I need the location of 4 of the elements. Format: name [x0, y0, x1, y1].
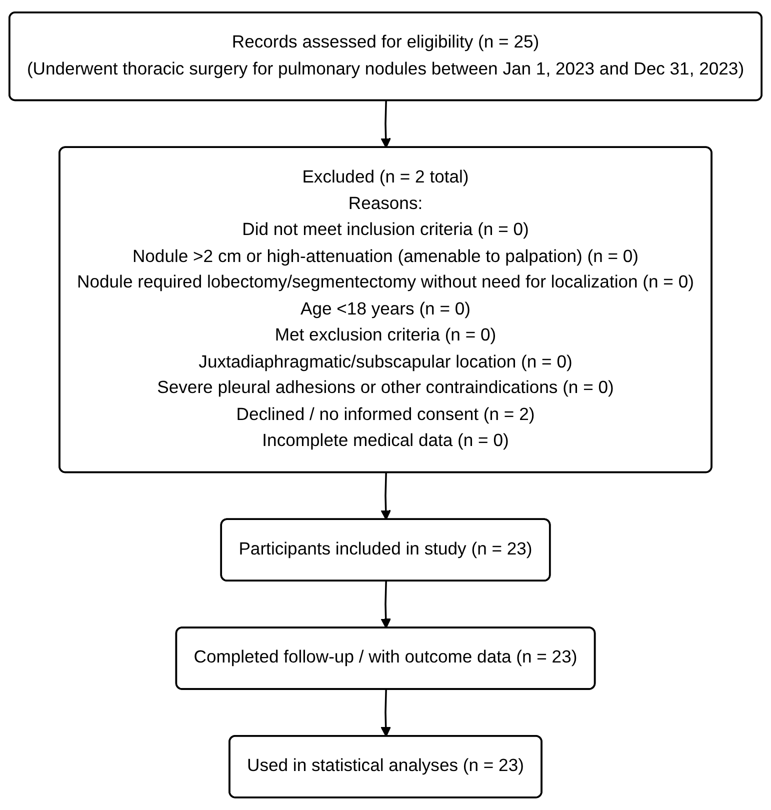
arrow	[380, 690, 391, 738]
arrow	[380, 472, 391, 520]
arrow	[380, 100, 391, 148]
arrow	[380, 581, 391, 629]
